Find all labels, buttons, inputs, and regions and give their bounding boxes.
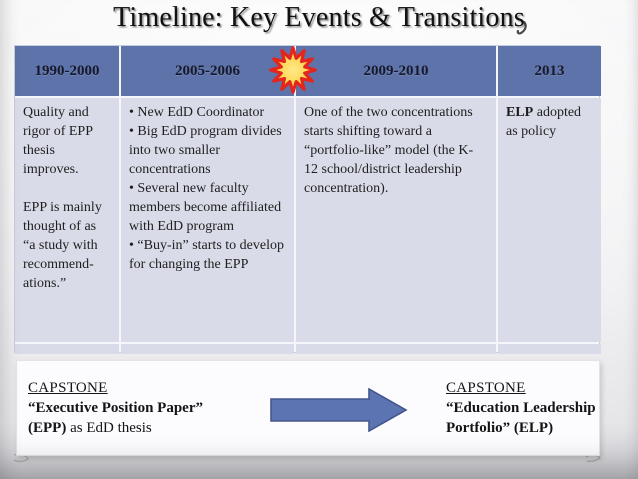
bullet-item: • “Buy-in” starts to develop for changin… bbox=[129, 238, 284, 272]
cell-text: adopted as policy bbox=[506, 105, 582, 139]
starburst-icon bbox=[269, 46, 317, 94]
table-empty-row-cell bbox=[498, 344, 601, 354]
table-empty-row-cell bbox=[296, 344, 496, 354]
paragraph-spacer bbox=[23, 179, 105, 198]
cell-text-bold: ELP bbox=[506, 105, 534, 120]
cell-paragraph: EPP is mainly thought of as “a study wit… bbox=[23, 200, 102, 291]
table-header-cell: 1990-2000 bbox=[15, 46, 119, 96]
capstone-right-body: “Education Leadership Portfolio” (ELP) bbox=[446, 400, 596, 436]
cell-paragraph: ELP adopted as policy bbox=[506, 103, 593, 141]
cell-paragraph: Quality and rigor of EPP thesis improves… bbox=[23, 105, 93, 177]
table-cell-2013: ELP adopted as policy bbox=[498, 98, 601, 342]
table-header-cell: 2009-2010 bbox=[296, 46, 496, 96]
right-arrow-icon bbox=[270, 388, 408, 432]
table-cell-1990-2000: Quality and rigor of EPP thesis improves… bbox=[15, 98, 119, 342]
table-header-cell: 2005-2006 bbox=[121, 46, 294, 96]
table-empty-row-cell bbox=[15, 344, 119, 354]
capstone-right-heading: CAPSTONE bbox=[446, 380, 526, 396]
capstone-left-heading: CAPSTONE bbox=[28, 380, 108, 396]
epp-abbr: (EPP) bbox=[28, 420, 67, 436]
bullet-item: • Big EdD program divides into two small… bbox=[129, 124, 282, 177]
cell-paragraph: One of the two concentrations starts shi… bbox=[304, 105, 474, 196]
table-cell-2009-2010: One of the two concentrations starts shi… bbox=[296, 98, 496, 342]
capstone-left-block: CAPSTONE “Executive Position Paper” (EPP… bbox=[28, 378, 268, 438]
timeline-table: 1990-2000 2005-2006 2009-2010 2013 Quali… bbox=[14, 45, 601, 354]
table-cell-2005-2006: • New EdD Coordinator • Big EdD program … bbox=[121, 98, 294, 342]
bullet-item: • New EdD Coordinator bbox=[129, 105, 265, 120]
capstone-left-line2: (EPP) as EdD thesis bbox=[28, 418, 268, 438]
bullet-item: • Several new faculty members become aff… bbox=[129, 181, 282, 234]
capstone-left-line2-rest: as EdD thesis bbox=[66, 420, 152, 436]
table-header-cell: 2013 bbox=[498, 46, 601, 96]
capstone-right-block: CAPSTONE “Education Leadership Portfolio… bbox=[446, 378, 606, 438]
capstone-left-line1: “Executive Position Paper” bbox=[28, 400, 203, 416]
slide-title: Timeline: Key Events & Transitions bbox=[113, 2, 525, 33]
table-empty-row-cell bbox=[121, 344, 294, 354]
